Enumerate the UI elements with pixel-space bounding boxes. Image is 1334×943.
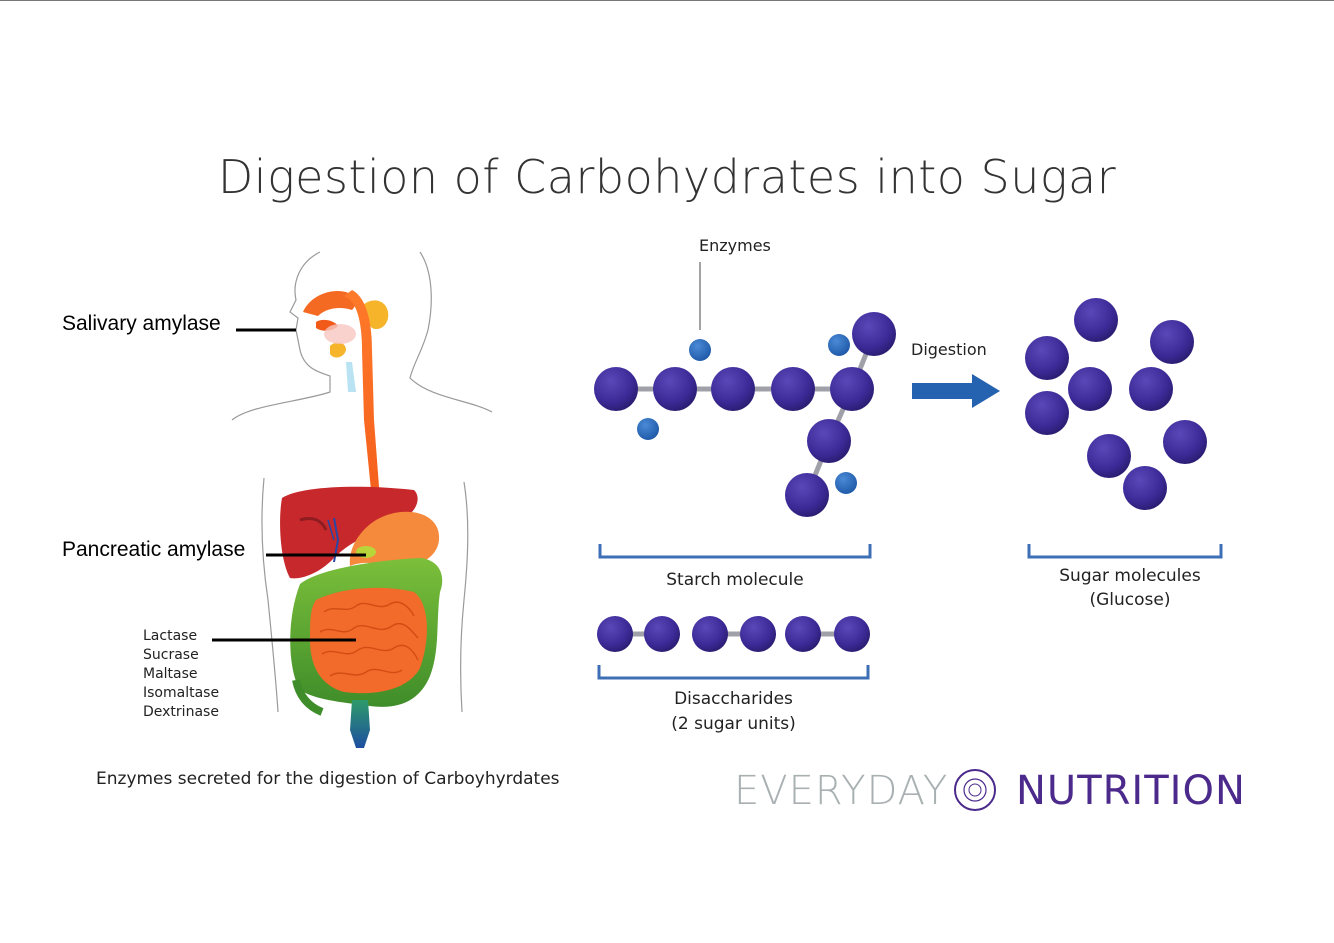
starch-unit bbox=[830, 367, 874, 411]
starch-unit bbox=[653, 367, 697, 411]
disaccharides-label: Disaccharides bbox=[674, 689, 793, 709]
enzyme-isomaltase: Isomaltase bbox=[143, 685, 220, 701]
enzyme-dot bbox=[637, 418, 659, 440]
disaccharides-sub-label: (2 sugar units) bbox=[671, 714, 796, 734]
glucose-unit bbox=[1163, 420, 1207, 464]
starch-label: Starch molecule bbox=[666, 570, 804, 590]
glucose-molecules bbox=[1025, 298, 1207, 510]
digestion-label: Digestion bbox=[911, 340, 987, 359]
rectum bbox=[350, 700, 370, 748]
enzyme-sucrase: Sucrase bbox=[143, 647, 199, 663]
enzyme-dot bbox=[828, 334, 850, 356]
glucose-unit bbox=[1129, 367, 1173, 411]
esophagus bbox=[344, 290, 384, 540]
glucose-unit bbox=[1025, 336, 1069, 380]
salivary-amylase-label: Salivary amylase bbox=[62, 312, 221, 335]
disaccharide-unit bbox=[644, 616, 680, 652]
top-border-line bbox=[0, 0, 1334, 1]
right-arrow-icon bbox=[912, 374, 1000, 408]
brand-everyday: EVERYDAY bbox=[734, 768, 949, 814]
pointer-lines bbox=[212, 328, 366, 642]
starch-unit bbox=[852, 312, 896, 356]
mouth-organs bbox=[303, 290, 389, 392]
starch-bracket bbox=[598, 544, 872, 559]
starch-bonds bbox=[616, 333, 877, 496]
brand-nutrition: NUTRITION bbox=[1016, 768, 1246, 814]
starch-unit bbox=[771, 367, 815, 411]
sugar-bracket bbox=[1027, 544, 1223, 559]
disaccharide-molecules bbox=[597, 616, 870, 652]
seal-logo-icon bbox=[954, 769, 996, 811]
disaccharide-unit bbox=[692, 616, 728, 652]
enzyme-dextrinase: Dextrinase bbox=[143, 704, 219, 720]
body-caption: Enzymes secreted for the digestion of Ca… bbox=[96, 769, 560, 789]
glucose-unit bbox=[1087, 434, 1131, 478]
page-title: Digestion of Carbohydrates into Sugar bbox=[217, 150, 1117, 204]
glucose-unit bbox=[1123, 466, 1167, 510]
body-outline bbox=[231, 251, 493, 713]
starch-unit bbox=[711, 367, 755, 411]
enzyme-dot bbox=[689, 339, 711, 361]
enzyme-maltase: Maltase bbox=[143, 666, 198, 682]
glucose-unit bbox=[1150, 320, 1194, 364]
glucose-unit bbox=[1068, 367, 1112, 411]
starch-unit bbox=[594, 367, 638, 411]
pancreatic-amylase-label: Pancreatic amylase bbox=[62, 538, 246, 561]
small-intestine bbox=[310, 587, 427, 694]
starch-unit bbox=[785, 473, 829, 517]
intestinal-enzyme-list: Lactase Sucrase Maltase Isomaltase Dextr… bbox=[143, 627, 219, 722]
starch-molecule bbox=[594, 312, 896, 517]
brackets bbox=[597, 544, 1223, 680]
disaccharide-unit bbox=[597, 616, 633, 652]
enzyme-dot bbox=[835, 472, 857, 494]
enzymes-label: Enzymes bbox=[699, 236, 771, 255]
starch-unit bbox=[807, 419, 851, 463]
enzyme-lactase: Lactase bbox=[143, 628, 198, 644]
glucose-unit bbox=[1074, 298, 1118, 342]
disaccharide-unit bbox=[740, 616, 776, 652]
disaccharide-unit bbox=[834, 616, 870, 652]
glucose-label: (Glucose) bbox=[1089, 590, 1171, 610]
sugar-label: Sugar molecules bbox=[1059, 566, 1201, 586]
disaccharide-unit bbox=[785, 616, 821, 652]
enzyme-particles bbox=[637, 334, 857, 494]
disaccharide-bracket bbox=[597, 665, 870, 680]
glucose-unit bbox=[1025, 391, 1069, 435]
